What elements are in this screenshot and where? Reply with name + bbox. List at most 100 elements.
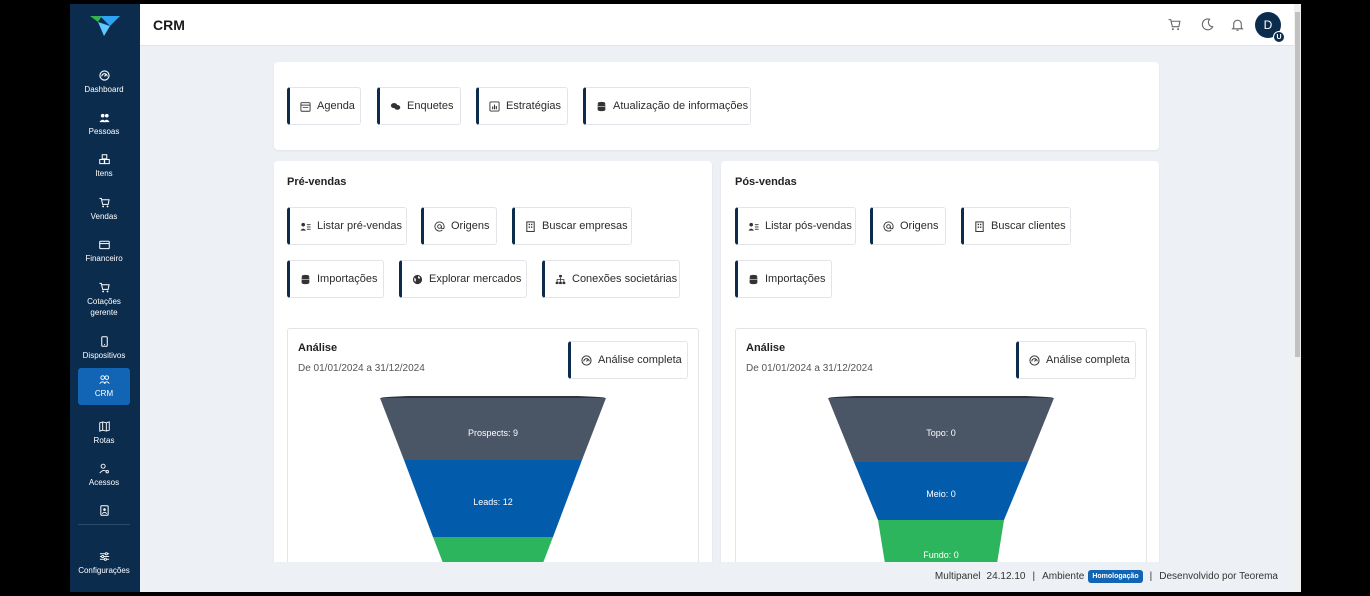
phone-icon (100, 336, 108, 347)
analysis-title: Análise (746, 342, 786, 354)
dark-mode-moon-icon[interactable] (1201, 18, 1214, 31)
sidebar-item-rotas[interactable]: Rotas (78, 415, 130, 446)
button-label: Buscar empresas (542, 220, 628, 232)
sidebar-divider (78, 524, 130, 525)
sliders-icon (99, 552, 109, 561)
sidebar-item-label: Itens (95, 169, 113, 178)
sidebar-item-dashboard[interactable]: Dashboard (78, 64, 130, 95)
cart-icon (98, 197, 110, 208)
button-label: Importações (765, 273, 826, 285)
sidebar-item-label: Rotas (93, 436, 115, 445)
chat-icon (390, 102, 401, 110)
buscar-empresas-button[interactable]: Buscar empresas (512, 207, 632, 245)
hierarchy-icon (555, 274, 566, 284)
user-list-icon (748, 222, 759, 231)
dashboard-gauge-icon (98, 70, 110, 81)
database-icon (749, 274, 758, 284)
sidebar: Dashboard Pessoas Itens Vendas Financeir… (70, 4, 140, 592)
page-scrollbar[interactable] (1294, 4, 1301, 592)
buscar-clientes-button[interactable]: Buscar clientes (961, 207, 1071, 245)
quick-actions-card: Agenda Enquetes Estratégias Atualização … (274, 62, 1159, 150)
analise-completa-button[interactable]: Análise completa (1016, 341, 1136, 379)
sidebar-item-label: Dispositivos (82, 351, 126, 360)
pre-vendas-card: Pré-vendas Listar pré-vendas Origens Bus… (274, 161, 712, 581)
topbar: CRM D U (140, 4, 1301, 46)
button-label: Análise completa (1046, 354, 1130, 366)
sidebar-item-crm[interactable]: CRM (78, 368, 130, 405)
database-icon (301, 274, 310, 284)
explorar-mercados-button[interactable]: Explorar mercados (399, 260, 527, 298)
cart-icon (98, 282, 110, 293)
app-logo[interactable] (88, 12, 122, 38)
people-icon (98, 113, 110, 123)
sidebar-item-cotacoes-gerente[interactable]: Cotações gerente (78, 276, 130, 318)
calendar-icon (300, 101, 311, 112)
listar-pos-vendas-button[interactable]: Listar pós-vendas (735, 207, 856, 245)
button-label: Buscar clientes (991, 220, 1066, 232)
button-label: Origens (900, 220, 939, 232)
footer-separator: | (1149, 571, 1153, 582)
enquetes-button[interactable]: Enquetes (377, 87, 461, 125)
sidebar-item-label: Pessoas (88, 127, 120, 136)
boxes-icon (98, 154, 110, 165)
avatar-badge: U (1273, 31, 1285, 43)
pos-vendas-funnel-chart: Topo: 0 Meio: 0 Fundo: 0 (828, 396, 1054, 576)
sidebar-item-itens[interactable]: Itens (78, 148, 130, 179)
pre-vendas-funnel-chart: Prospects: 9 Leads: 12 (380, 396, 606, 576)
sidebar-item-vendas[interactable]: Vendas (78, 191, 130, 222)
analise-completa-button[interactable]: Análise completa (568, 341, 688, 379)
building-icon (975, 220, 984, 232)
scrollbar-thumb[interactable] (1295, 12, 1300, 357)
at-icon (883, 220, 894, 232)
footer: Multipanel 24.12.10 | Ambiente Homologaç… (140, 562, 1294, 592)
enquetes-label: Enquetes (407, 100, 454, 112)
chart-box-icon (489, 100, 500, 112)
agenda-label: Agenda (317, 100, 355, 112)
funnel-label-topo: Topo: 0 (926, 428, 956, 438)
button-label: Explorar mercados (429, 273, 522, 285)
pre-vendas-analysis-panel: Análise De 01/01/2024 a 31/12/2024 Análi… (287, 328, 699, 581)
listar-pre-vendas-button[interactable]: Listar pré-vendas (287, 207, 407, 245)
dashboard-gauge-icon (1029, 354, 1040, 366)
footer-env-label: Ambiente (1042, 571, 1085, 582)
importacoes-button[interactable]: Importações (287, 260, 384, 298)
funnel-segment-topo (828, 398, 1054, 462)
crm-people-icon (98, 375, 110, 384)
sidebar-item-configuracoes[interactable]: Configurações (73, 545, 135, 576)
button-label: Análise completa (598, 354, 682, 366)
agenda-button[interactable]: Agenda (287, 87, 361, 125)
funnel-label-meio: Meio: 0 (926, 489, 956, 499)
sidebar-item-contacts[interactable] (78, 499, 130, 519)
funnel-segment-meio (854, 462, 1028, 520)
analysis-title: Análise (298, 342, 338, 354)
importacoes-button[interactable]: Importações (735, 260, 832, 298)
funnel-label-fundo: Fundo: 0 (923, 550, 959, 560)
origens-button[interactable]: Origens (870, 207, 946, 245)
analysis-date-range: De 01/01/2024 a 31/12/2024 (298, 363, 425, 374)
footer-developer: Desenvolvido por Teorema (1159, 571, 1278, 582)
sidebar-item-label: Cotações (87, 297, 121, 306)
contact-card-icon (99, 505, 109, 516)
pos-vendas-card: Pós-vendas Listar pós-vendas Origens Bus… (721, 161, 1159, 581)
footer-separator: | (1032, 571, 1036, 582)
pos-vendas-title: Pós-vendas (735, 176, 797, 188)
estrategias-button[interactable]: Estratégias (476, 87, 568, 125)
funnel-label-leads: Leads: 12 (473, 497, 513, 507)
notification-bell-icon[interactable] (1231, 18, 1244, 31)
sidebar-item-label: Acessos (88, 478, 120, 487)
sidebar-item-financeiro[interactable]: Financeiro (78, 233, 130, 264)
atualizacao-label: Atualização de informações (613, 100, 749, 112)
database-icon (597, 101, 606, 111)
atualizacao-informacoes-button[interactable]: Atualização de informações (583, 87, 751, 125)
sidebar-item-pessoas[interactable]: Pessoas (78, 106, 130, 137)
button-label: Conexões societárias (572, 273, 678, 285)
at-icon (434, 220, 445, 232)
sidebar-item-acessos[interactable]: Acessos (78, 457, 130, 488)
conexoes-societarias-button[interactable]: Conexões societárias (542, 260, 680, 298)
map-icon (98, 421, 110, 432)
origens-button[interactable]: Origens (421, 207, 497, 245)
user-key-icon (98, 463, 109, 474)
dashboard-gauge-icon (581, 354, 592, 366)
cart-icon[interactable] (1168, 18, 1181, 31)
sidebar-item-dispositivos[interactable]: Dispositivos (78, 330, 130, 361)
